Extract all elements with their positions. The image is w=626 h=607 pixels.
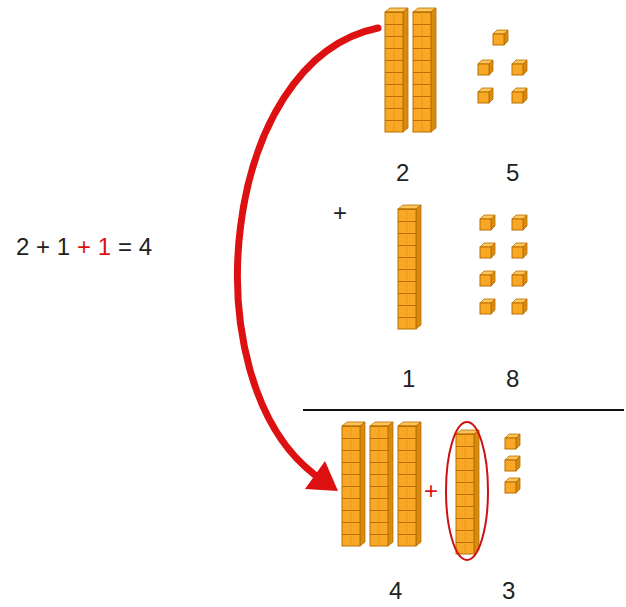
unit-cube bbox=[480, 243, 495, 258]
digit-label: 1 bbox=[402, 366, 415, 392]
unit-cube bbox=[512, 60, 527, 75]
ten-rod bbox=[342, 422, 365, 546]
unit-cube bbox=[512, 243, 527, 258]
carry-circle bbox=[446, 422, 488, 560]
ten-rod bbox=[385, 8, 408, 132]
digit-label: 5 bbox=[506, 160, 519, 186]
digit-label: 3 bbox=[502, 578, 515, 604]
unit-cube bbox=[512, 215, 527, 230]
digit-label: 4 bbox=[389, 578, 402, 604]
carry-arrow bbox=[238, 28, 378, 475]
digit-label: 2 bbox=[396, 160, 409, 186]
unit-cube bbox=[512, 88, 527, 103]
unit-cube bbox=[505, 456, 520, 471]
unit-cube bbox=[505, 478, 520, 493]
plus-sign: + bbox=[424, 478, 438, 504]
unit-cube bbox=[478, 88, 493, 103]
ten-rod bbox=[370, 422, 393, 546]
unit-cube bbox=[478, 60, 493, 75]
plus-sign: + bbox=[333, 200, 347, 226]
carried-ten-rod bbox=[456, 430, 479, 554]
equation-part: + 1 bbox=[77, 234, 111, 260]
ten-rod bbox=[413, 8, 436, 132]
unit-cube bbox=[480, 215, 495, 230]
unit-cube bbox=[493, 30, 508, 45]
unit-cube bbox=[512, 299, 527, 314]
unit-cube bbox=[512, 271, 527, 286]
arrow-head bbox=[305, 461, 338, 491]
equation-part: 2 + 1 bbox=[16, 234, 70, 260]
unit-cube bbox=[480, 299, 495, 314]
unit-cube bbox=[480, 271, 495, 286]
unit-cube bbox=[505, 434, 520, 449]
equation-part: = 4 bbox=[118, 234, 152, 260]
sum-line bbox=[303, 409, 624, 411]
ten-rod bbox=[398, 422, 421, 546]
equation-row: 2 + 1 + 1 = 4 bbox=[16, 234, 152, 260]
ten-rod bbox=[398, 205, 421, 329]
digit-label: 8 bbox=[506, 366, 519, 392]
